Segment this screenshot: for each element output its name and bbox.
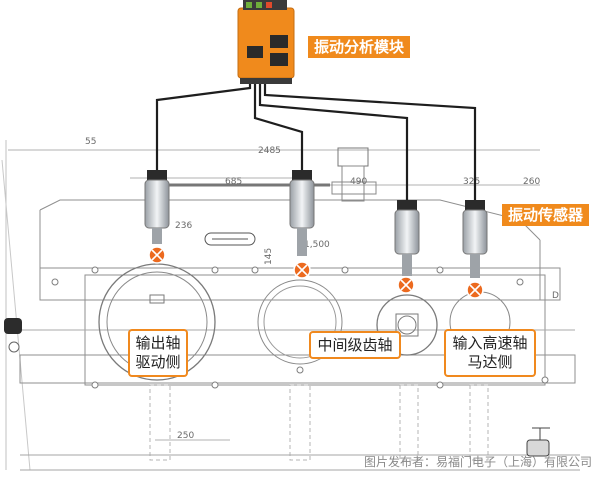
sensor-markers — [148, 246, 484, 299]
middle-shaft-label-line-1: 中间级齿轴 — [317, 336, 393, 354]
marker-input-shaft-b-icon — [466, 281, 484, 299]
dim-490: 490 — [350, 177, 367, 187]
sensor-input-shaft-b — [462, 200, 488, 278]
dim-D: D — [552, 291, 559, 301]
input-shaft-label-line-2: 马达侧 — [467, 353, 513, 371]
drain-valve — [526, 427, 550, 457]
dim-250: 250 — [177, 431, 194, 441]
dim-260: 260 — [523, 177, 540, 187]
middle-shaft-label: 中间级齿轴 — [309, 331, 401, 359]
sensor-output-shaft — [144, 170, 170, 244]
dim-685: 685 — [225, 177, 242, 187]
output-shaft-label: 输出轴 驱动侧 — [128, 329, 188, 377]
sensor-middle-shaft — [289, 170, 315, 256]
module-callout: 振动分析模块 — [308, 36, 411, 58]
dim-1500: 1,500 — [304, 240, 330, 250]
side-bracket — [4, 318, 22, 334]
side-bracket-hole — [8, 341, 20, 353]
sensor-cables — [155, 80, 477, 200]
dim-236: 236 — [175, 221, 192, 231]
marker-middle-shaft-icon — [293, 261, 311, 279]
vibration-analysis-module — [237, 0, 295, 84]
marker-output-shaft-icon — [148, 246, 166, 264]
publisher-caption: 图片发布者：易福门电子（上海）有限公司 — [363, 455, 592, 469]
sensor-callout: 振动传感器 — [502, 204, 590, 226]
input-shaft-label-line-1: 输入高速轴 — [452, 334, 528, 352]
dim-2485: 2485 — [258, 146, 281, 156]
dim-325: 325 — [463, 177, 480, 187]
output-shaft-label-line-2: 驱动侧 — [135, 353, 181, 371]
gearbox-drawing — [1, 140, 580, 471]
dim-145: 145 — [264, 248, 274, 265]
marker-input-shaft-a-icon — [397, 276, 415, 294]
sensor-input-shaft-a — [394, 200, 420, 276]
input-shaft-label: 输入高速轴 马达侧 — [444, 329, 536, 377]
output-shaft-label-line-1: 输出轴 — [135, 334, 181, 352]
dim-55: 55 — [85, 137, 96, 147]
